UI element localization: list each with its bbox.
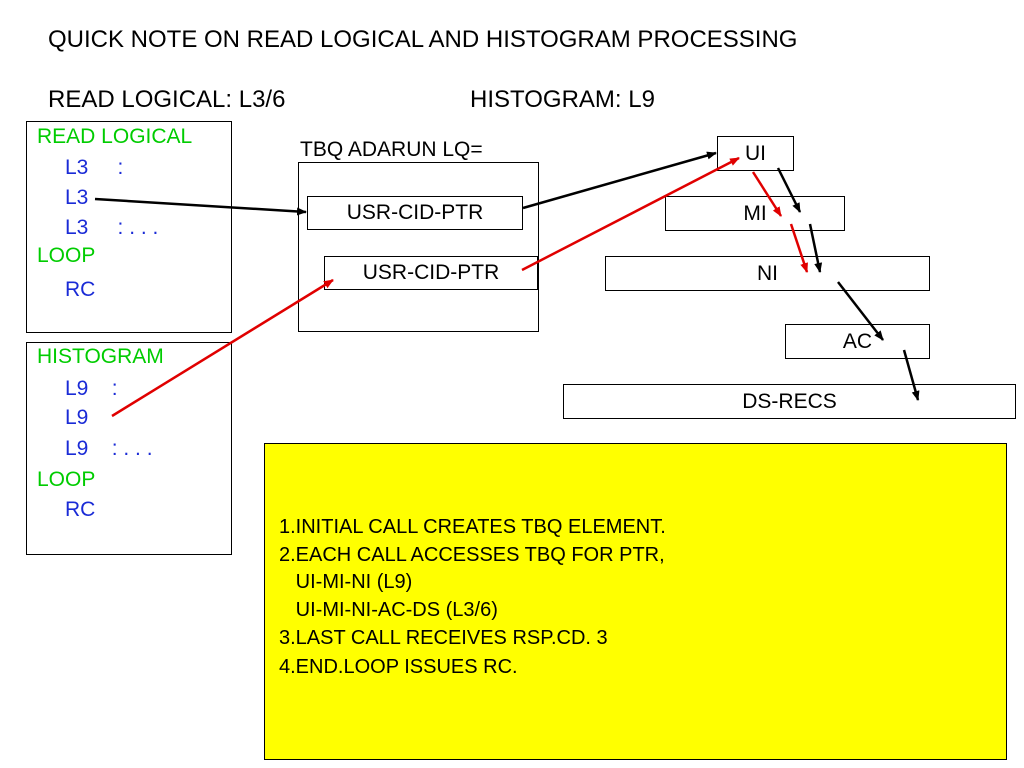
read-logical-header: READ LOGICAL bbox=[37, 125, 193, 148]
tbq-ptr-read-logical: USR-CID-PTR bbox=[307, 196, 523, 230]
tbq-ptr-histogram-label: USR-CID-PTR bbox=[362, 261, 500, 284]
subtitle-histogram: HISTOGRAM: L9 bbox=[470, 86, 655, 113]
mi-label: MI bbox=[743, 201, 767, 225]
ni-label: NI bbox=[757, 261, 778, 285]
read-logical-line-3: L3 : . . . bbox=[65, 216, 159, 239]
note-line-5: 3.LAST CALL RECEIVES RSP.CD. 3 bbox=[279, 627, 608, 649]
read-logical-loop: LOOP bbox=[37, 244, 96, 267]
note-line-3: UI-MI-NI (L9) bbox=[279, 571, 413, 593]
mi-box: MI bbox=[665, 196, 845, 231]
ds-recs-label: DS-RECS bbox=[742, 389, 837, 413]
note-line-1: 1.INITIAL CALL CREATES TBQ ELEMENT. bbox=[279, 516, 666, 538]
subtitle-read-logical: READ LOGICAL: L3/6 bbox=[48, 86, 286, 113]
note-line-4: UI-MI-NI-AC-DS (L3/6) bbox=[279, 599, 498, 621]
histogram-line-1: L9 : bbox=[65, 377, 118, 400]
histogram-code-box: HISTOGRAM L9 : L9 L9 : . . . LOOP RC bbox=[26, 342, 232, 555]
tbq-ptr-read-logical-label: USR-CID-PTR bbox=[346, 201, 484, 224]
tbq-container bbox=[298, 162, 539, 332]
histogram-loop: LOOP bbox=[37, 468, 96, 491]
histogram-header: HISTOGRAM bbox=[37, 345, 164, 368]
ui-label: UI bbox=[745, 141, 766, 165]
histogram-line-3: L9 : . . . bbox=[65, 437, 153, 460]
ac-label: AC bbox=[842, 329, 873, 353]
ds-recs-box: DS-RECS bbox=[563, 384, 1016, 419]
notes-panel: 1.INITIAL CALL CREATES TBQ ELEMENT. 2.EA… bbox=[264, 443, 1007, 760]
ni-box: NI bbox=[605, 256, 930, 291]
note-line-6: 4.END.LOOP ISSUES RC. bbox=[279, 656, 518, 678]
histogram-rc: RC bbox=[65, 498, 96, 521]
page-title: QUICK NOTE ON READ LOGICAL AND HISTOGRAM… bbox=[48, 26, 798, 53]
read-logical-line-1: L3 : bbox=[65, 156, 124, 179]
tbq-ptr-histogram: USR-CID-PTR bbox=[324, 256, 538, 290]
tbq-label: TBQ ADARUN LQ= bbox=[300, 138, 483, 161]
read-logical-code-box: READ LOGICAL L3 : L3 L3 : . . . LOOP RC bbox=[26, 121, 232, 333]
note-line-2: 2.EACH CALL ACCESSES TBQ FOR PTR, bbox=[279, 544, 665, 566]
read-logical-line-2: L3 bbox=[65, 186, 89, 209]
histogram-line-2: L9 bbox=[65, 406, 89, 429]
ac-box: AC bbox=[785, 324, 930, 359]
read-logical-rc: RC bbox=[65, 278, 96, 301]
ui-box: UI bbox=[717, 136, 794, 171]
